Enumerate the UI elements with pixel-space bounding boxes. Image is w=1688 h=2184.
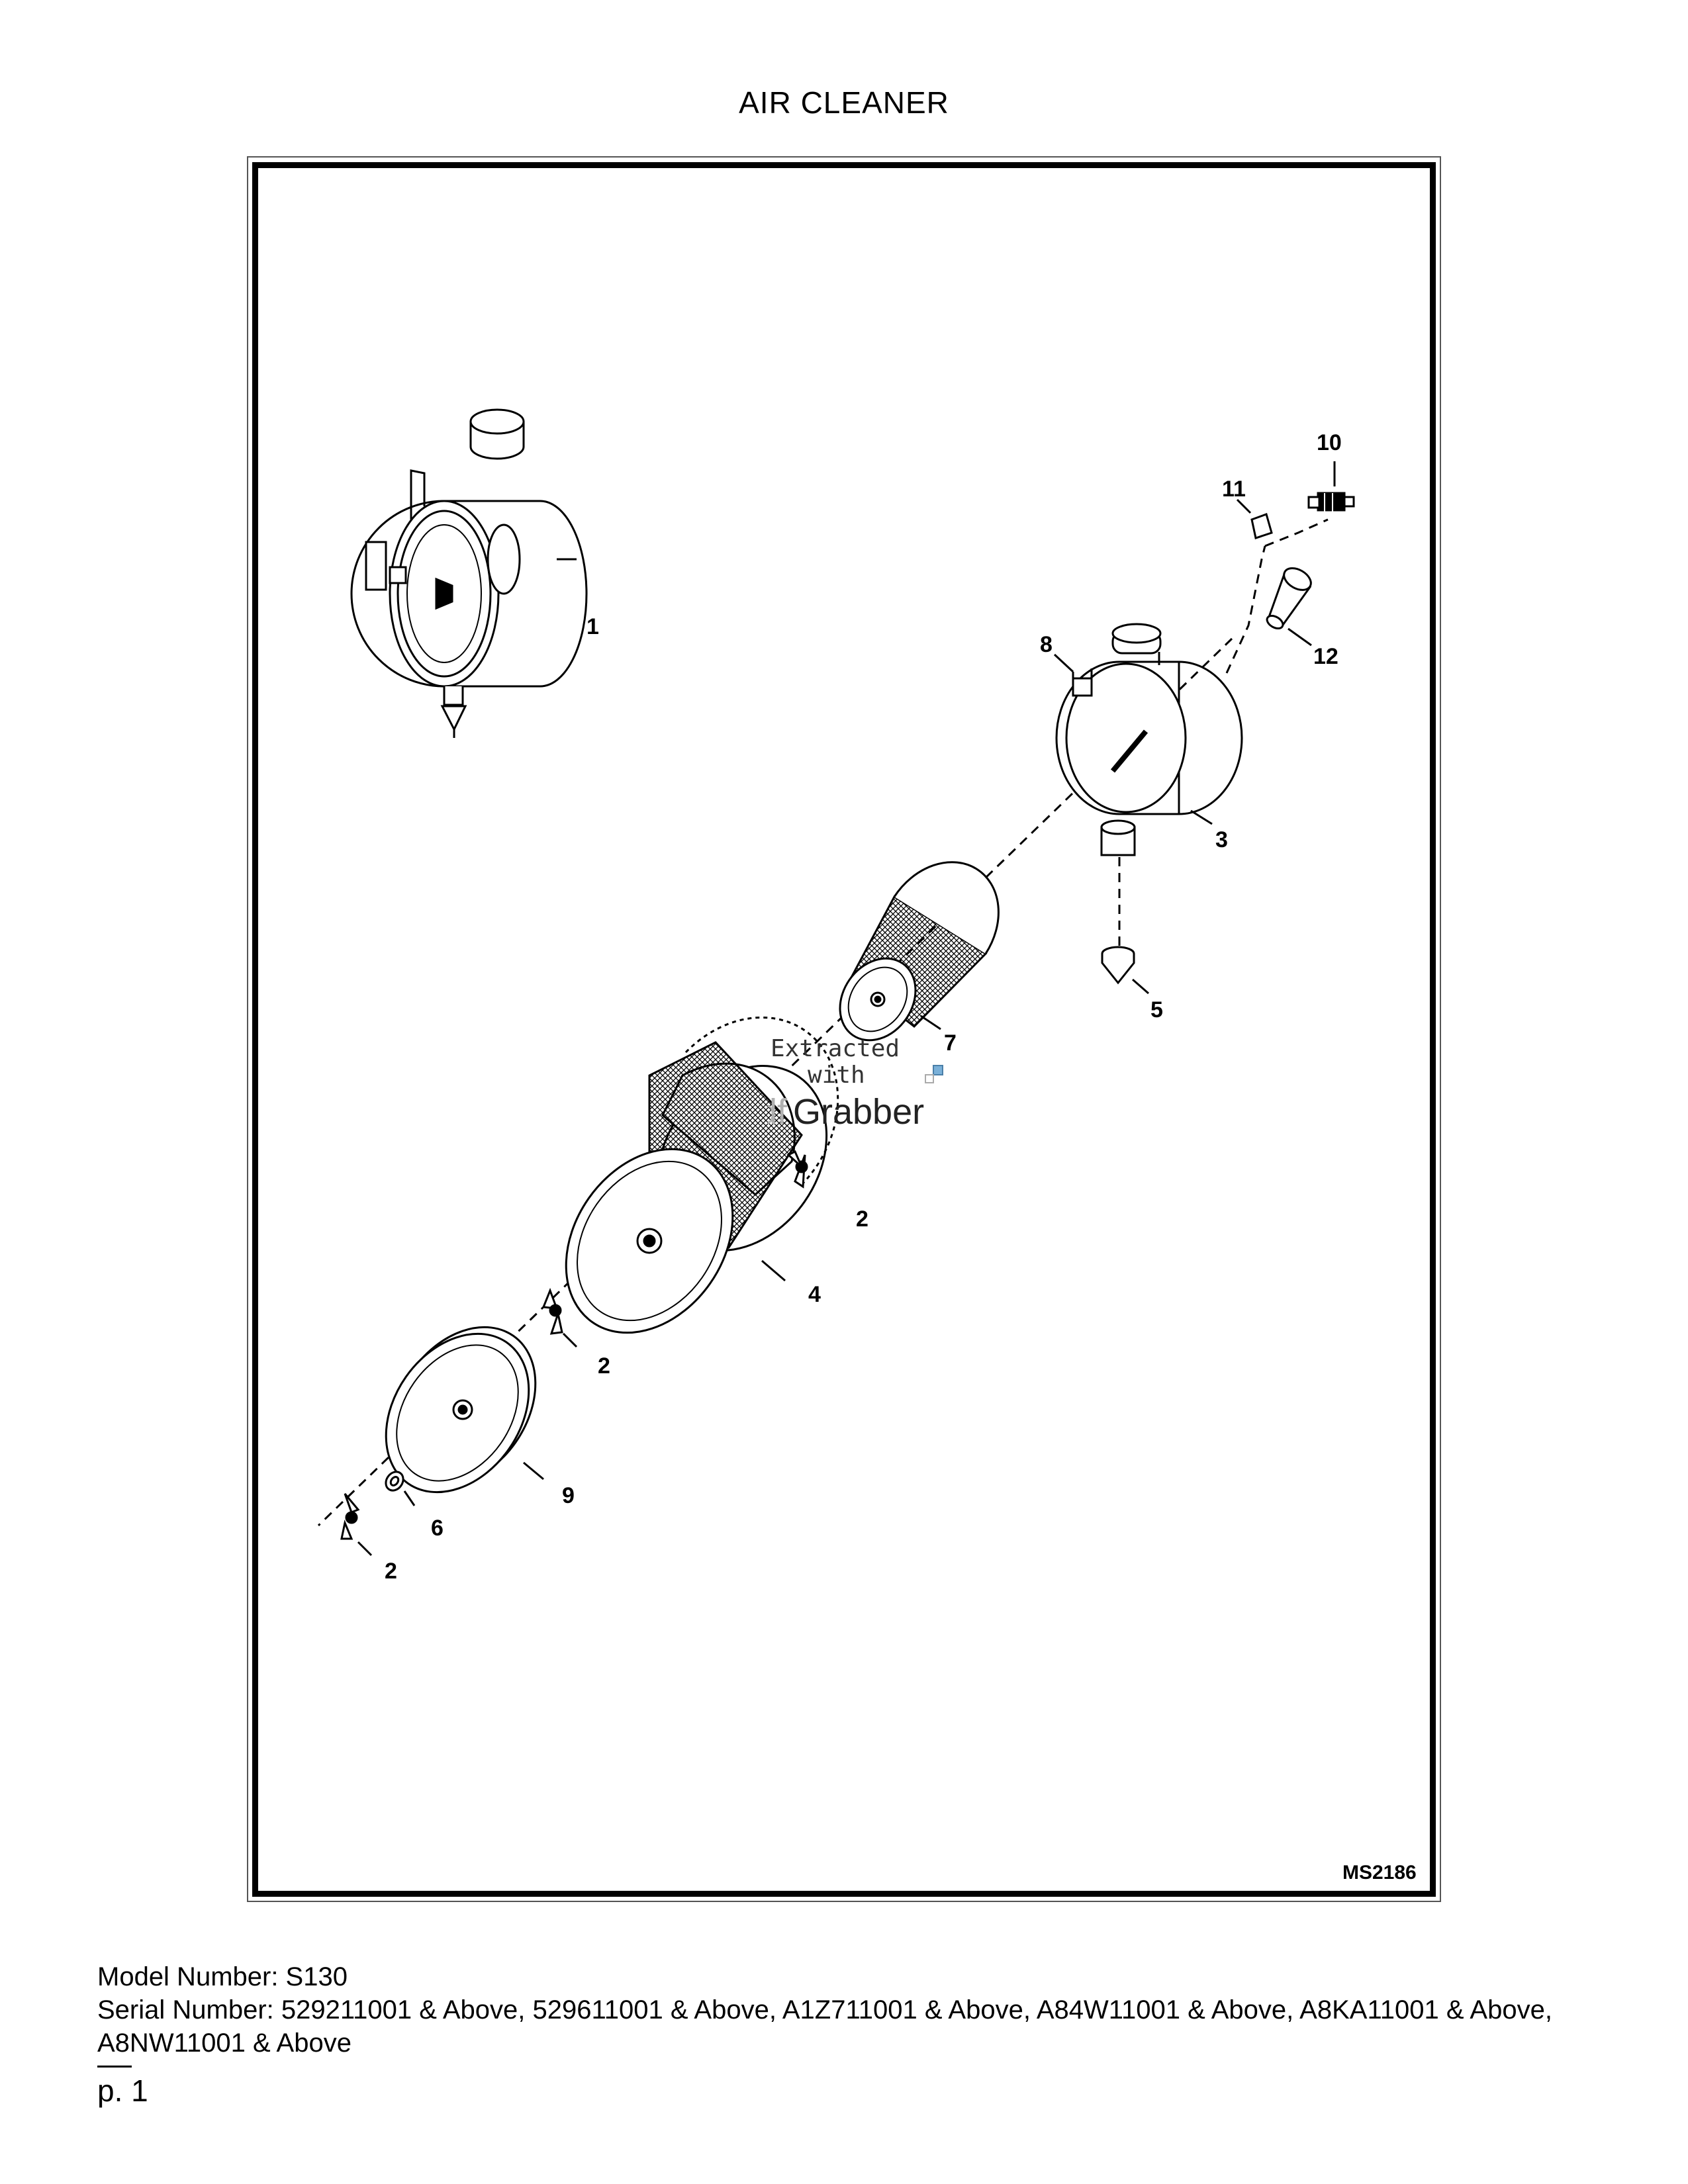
- part-4-outer-filter: [565, 1016, 839, 1334]
- part-1-air-cleaner-assembly: [350, 408, 588, 738]
- part-12-tube: [1266, 567, 1312, 629]
- callout-12: 12: [1313, 644, 1338, 669]
- part-9-cover: [385, 1326, 537, 1494]
- diagram-frame-outer: [247, 156, 1441, 1902]
- watermark-logo-frame-icon: [925, 1074, 934, 1083]
- part-3-housing: [1055, 623, 1243, 856]
- part-2-wing-nut-middle: [541, 1287, 563, 1335]
- part-10-restriction-indicator: [1307, 492, 1355, 512]
- callout-11: 11: [1222, 477, 1246, 502]
- page-title: AIR CLEANER: [739, 85, 949, 120]
- callout-4: 4: [808, 1282, 821, 1307]
- footer: Model Number: S130 Serial Number: 529211…: [97, 1960, 1593, 2060]
- page-number: p. 1: [97, 2073, 148, 2108]
- part-7-inner-filter: [839, 861, 1000, 1042]
- callout-8: 8: [1040, 632, 1053, 657]
- figure-code: MS2186: [1342, 1862, 1417, 1884]
- watermark-line2: with: [808, 1062, 865, 1089]
- part-11-adapter: [1250, 513, 1273, 539]
- callout-1: 1: [586, 614, 599, 639]
- callout-3: 3: [1215, 827, 1228, 852]
- callout-6: 6: [431, 1516, 444, 1541]
- watermark-brand-grabber: Grabber: [793, 1092, 924, 1132]
- part-2-wing-nut-upper: [786, 1150, 808, 1189]
- callout-2-lower: 2: [385, 1559, 397, 1584]
- serial-number: Serial Number: 529211001 & Above, 529611…: [97, 1995, 1552, 2058]
- callout-2-middle: 2: [598, 1353, 610, 1379]
- part-5-drain-valve: [1101, 946, 1135, 985]
- callout-2-upper: 2: [856, 1206, 868, 1232]
- watermark-line1: Extracted: [771, 1035, 900, 1062]
- page-number-rule: [97, 2066, 132, 2068]
- callout-9: 9: [562, 1483, 575, 1508]
- callout-7: 7: [944, 1030, 957, 1056]
- part-2-wing-nut-lower: [340, 1493, 360, 1540]
- part-6-washer: [385, 1471, 404, 1492]
- watermark-brand-pdf: Pdf: [768, 1092, 788, 1132]
- diagram-frame: [252, 162, 1436, 1897]
- exploded-parts-diagram: 1 8 3 5 10: [317, 408, 1355, 1584]
- pdfgrabber-watermark: Extracted with Pdf Grabber: [768, 1035, 943, 1132]
- watermark-logo-icon: [933, 1065, 943, 1075]
- model-number: Model Number: S130: [97, 1962, 348, 1991]
- callout-5: 5: [1150, 997, 1163, 1023]
- callout-10: 10: [1317, 430, 1342, 455]
